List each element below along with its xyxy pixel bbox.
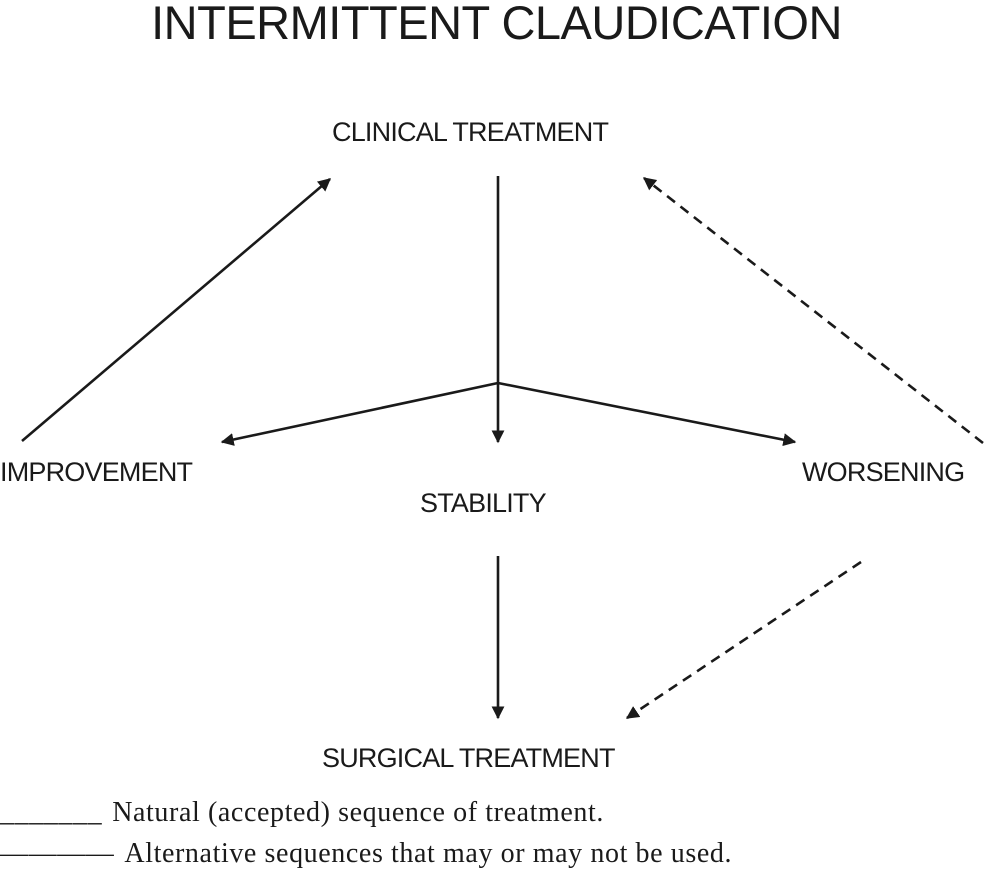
arrow-branch-to-improvement bbox=[220, 381, 499, 446]
node-improvement: IMPROVEMENT bbox=[0, 457, 193, 487]
node-stability: STABILITY bbox=[420, 488, 547, 518]
arrow-branch-to-worsening bbox=[497, 381, 797, 447]
diagram-title: INTERMITTENT CLAUDICATION bbox=[151, 0, 842, 49]
arrow-improvement-to-clinical bbox=[21, 178, 331, 442]
node-surgical-treatment: SURGICAL TREATMENT bbox=[322, 743, 615, 773]
arrow-worsening-to-clinical-dashed bbox=[642, 176, 984, 445]
arrow-worsening-to-surgical-dashed bbox=[625, 560, 862, 720]
legend-solid-text: Natural (accepted) sequence of treatment… bbox=[112, 797, 604, 828]
node-worsening: WORSENING bbox=[802, 457, 965, 487]
legend-dashed-mark: ———— bbox=[0, 838, 115, 869]
legend-solid-mark: _______ bbox=[0, 797, 103, 828]
legend-solid: _______ Natural (accepted) sequence of tr… bbox=[0, 797, 604, 829]
legend-dashed: ———— Alternative sequences that may or ma… bbox=[0, 838, 732, 870]
node-clinical-treatment: CLINICAL TREATMENT bbox=[332, 117, 609, 147]
legend-dashed-text: Alternative sequences that may or may no… bbox=[124, 838, 733, 869]
